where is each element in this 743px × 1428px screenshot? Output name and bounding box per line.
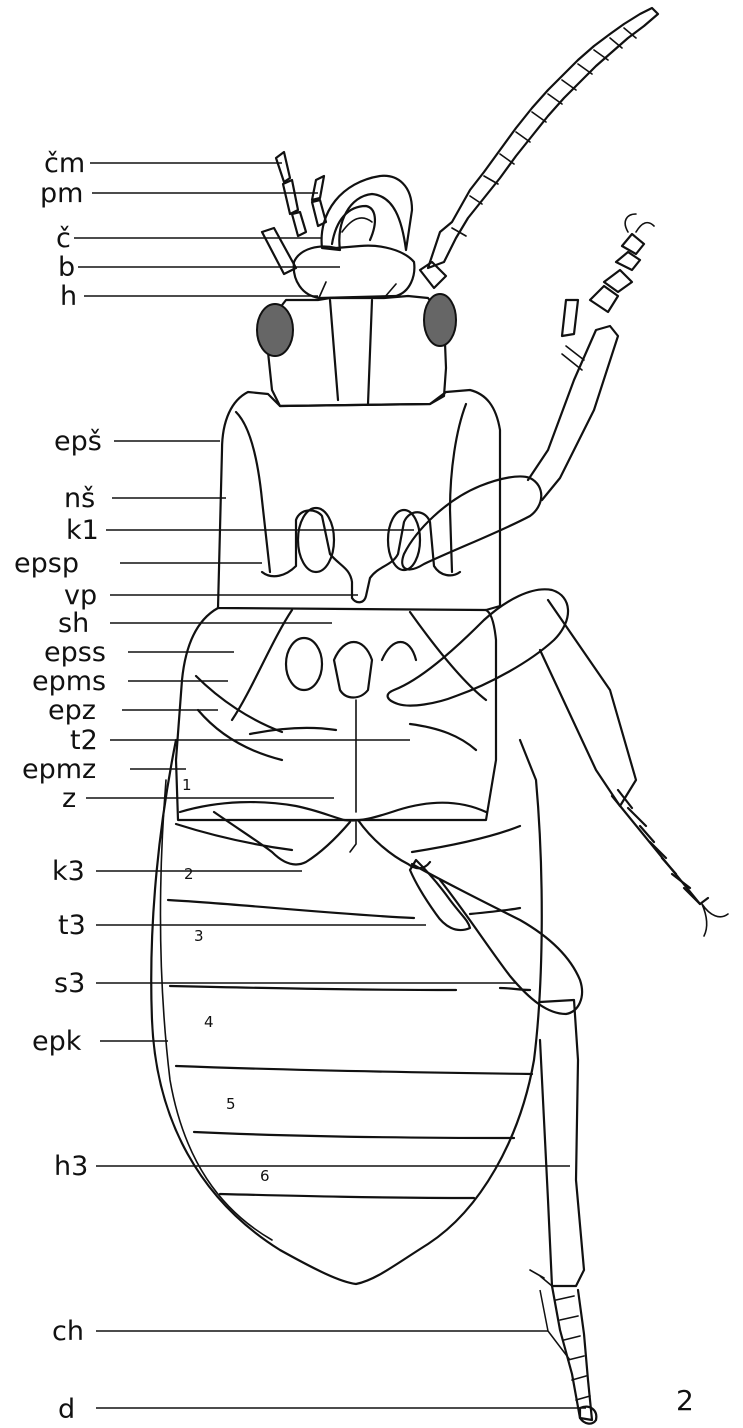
label-k3: k3 bbox=[52, 856, 85, 887]
label-epk: epk bbox=[32, 1026, 82, 1057]
segment-3: 3 bbox=[194, 927, 204, 945]
segment-2: 2 bbox=[184, 865, 194, 883]
right-eye bbox=[424, 294, 456, 346]
labels: čm pm č b h epš nš k1 epsp vp sh epss ep… bbox=[14, 148, 106, 1425]
mouthparts bbox=[262, 152, 414, 298]
label-d: d bbox=[58, 1394, 75, 1425]
segment-6: 6 bbox=[260, 1167, 270, 1185]
label-b: b bbox=[58, 252, 75, 283]
right-antenna bbox=[428, 8, 658, 268]
label-k1: k1 bbox=[66, 515, 99, 546]
label-epmz: epmz bbox=[22, 754, 96, 785]
label-epms: epms bbox=[32, 666, 106, 697]
abdomen bbox=[151, 740, 542, 1284]
label-h: h bbox=[60, 281, 77, 312]
label-c: č bbox=[56, 223, 71, 254]
left-front-coxa bbox=[298, 508, 334, 572]
label-nsh: nš bbox=[64, 483, 95, 514]
label-t2: t2 bbox=[70, 725, 98, 756]
pterothorax bbox=[176, 608, 496, 820]
prothorax bbox=[218, 390, 500, 610]
right-hind-leg bbox=[410, 860, 596, 1424]
label-epsh: epš bbox=[54, 426, 102, 457]
right-front-leg bbox=[402, 214, 654, 569]
label-epsp: epsp bbox=[14, 548, 79, 579]
label-cm: čm bbox=[44, 148, 85, 179]
segment-1: 1 bbox=[182, 776, 192, 794]
leader-lines bbox=[74, 163, 586, 1408]
head bbox=[257, 262, 456, 406]
left-eye bbox=[257, 304, 293, 356]
label-vp: vp bbox=[64, 580, 97, 611]
segment-4: 4 bbox=[204, 1013, 214, 1031]
label-s3: s3 bbox=[54, 968, 85, 999]
label-pm: pm bbox=[40, 178, 83, 209]
label-h3: h3 bbox=[54, 1151, 88, 1182]
figure-number: 2 bbox=[676, 1384, 694, 1417]
label-epz: epz bbox=[48, 695, 96, 726]
right-front-coxa bbox=[388, 510, 420, 570]
label-z: z bbox=[62, 783, 76, 814]
label-epss: epss bbox=[44, 637, 106, 668]
label-ch: ch bbox=[52, 1316, 84, 1347]
left-mid-coxa bbox=[286, 638, 322, 690]
label-t3: t3 bbox=[58, 910, 86, 941]
segment-5: 5 bbox=[226, 1095, 236, 1113]
label-sh: sh bbox=[58, 608, 89, 639]
